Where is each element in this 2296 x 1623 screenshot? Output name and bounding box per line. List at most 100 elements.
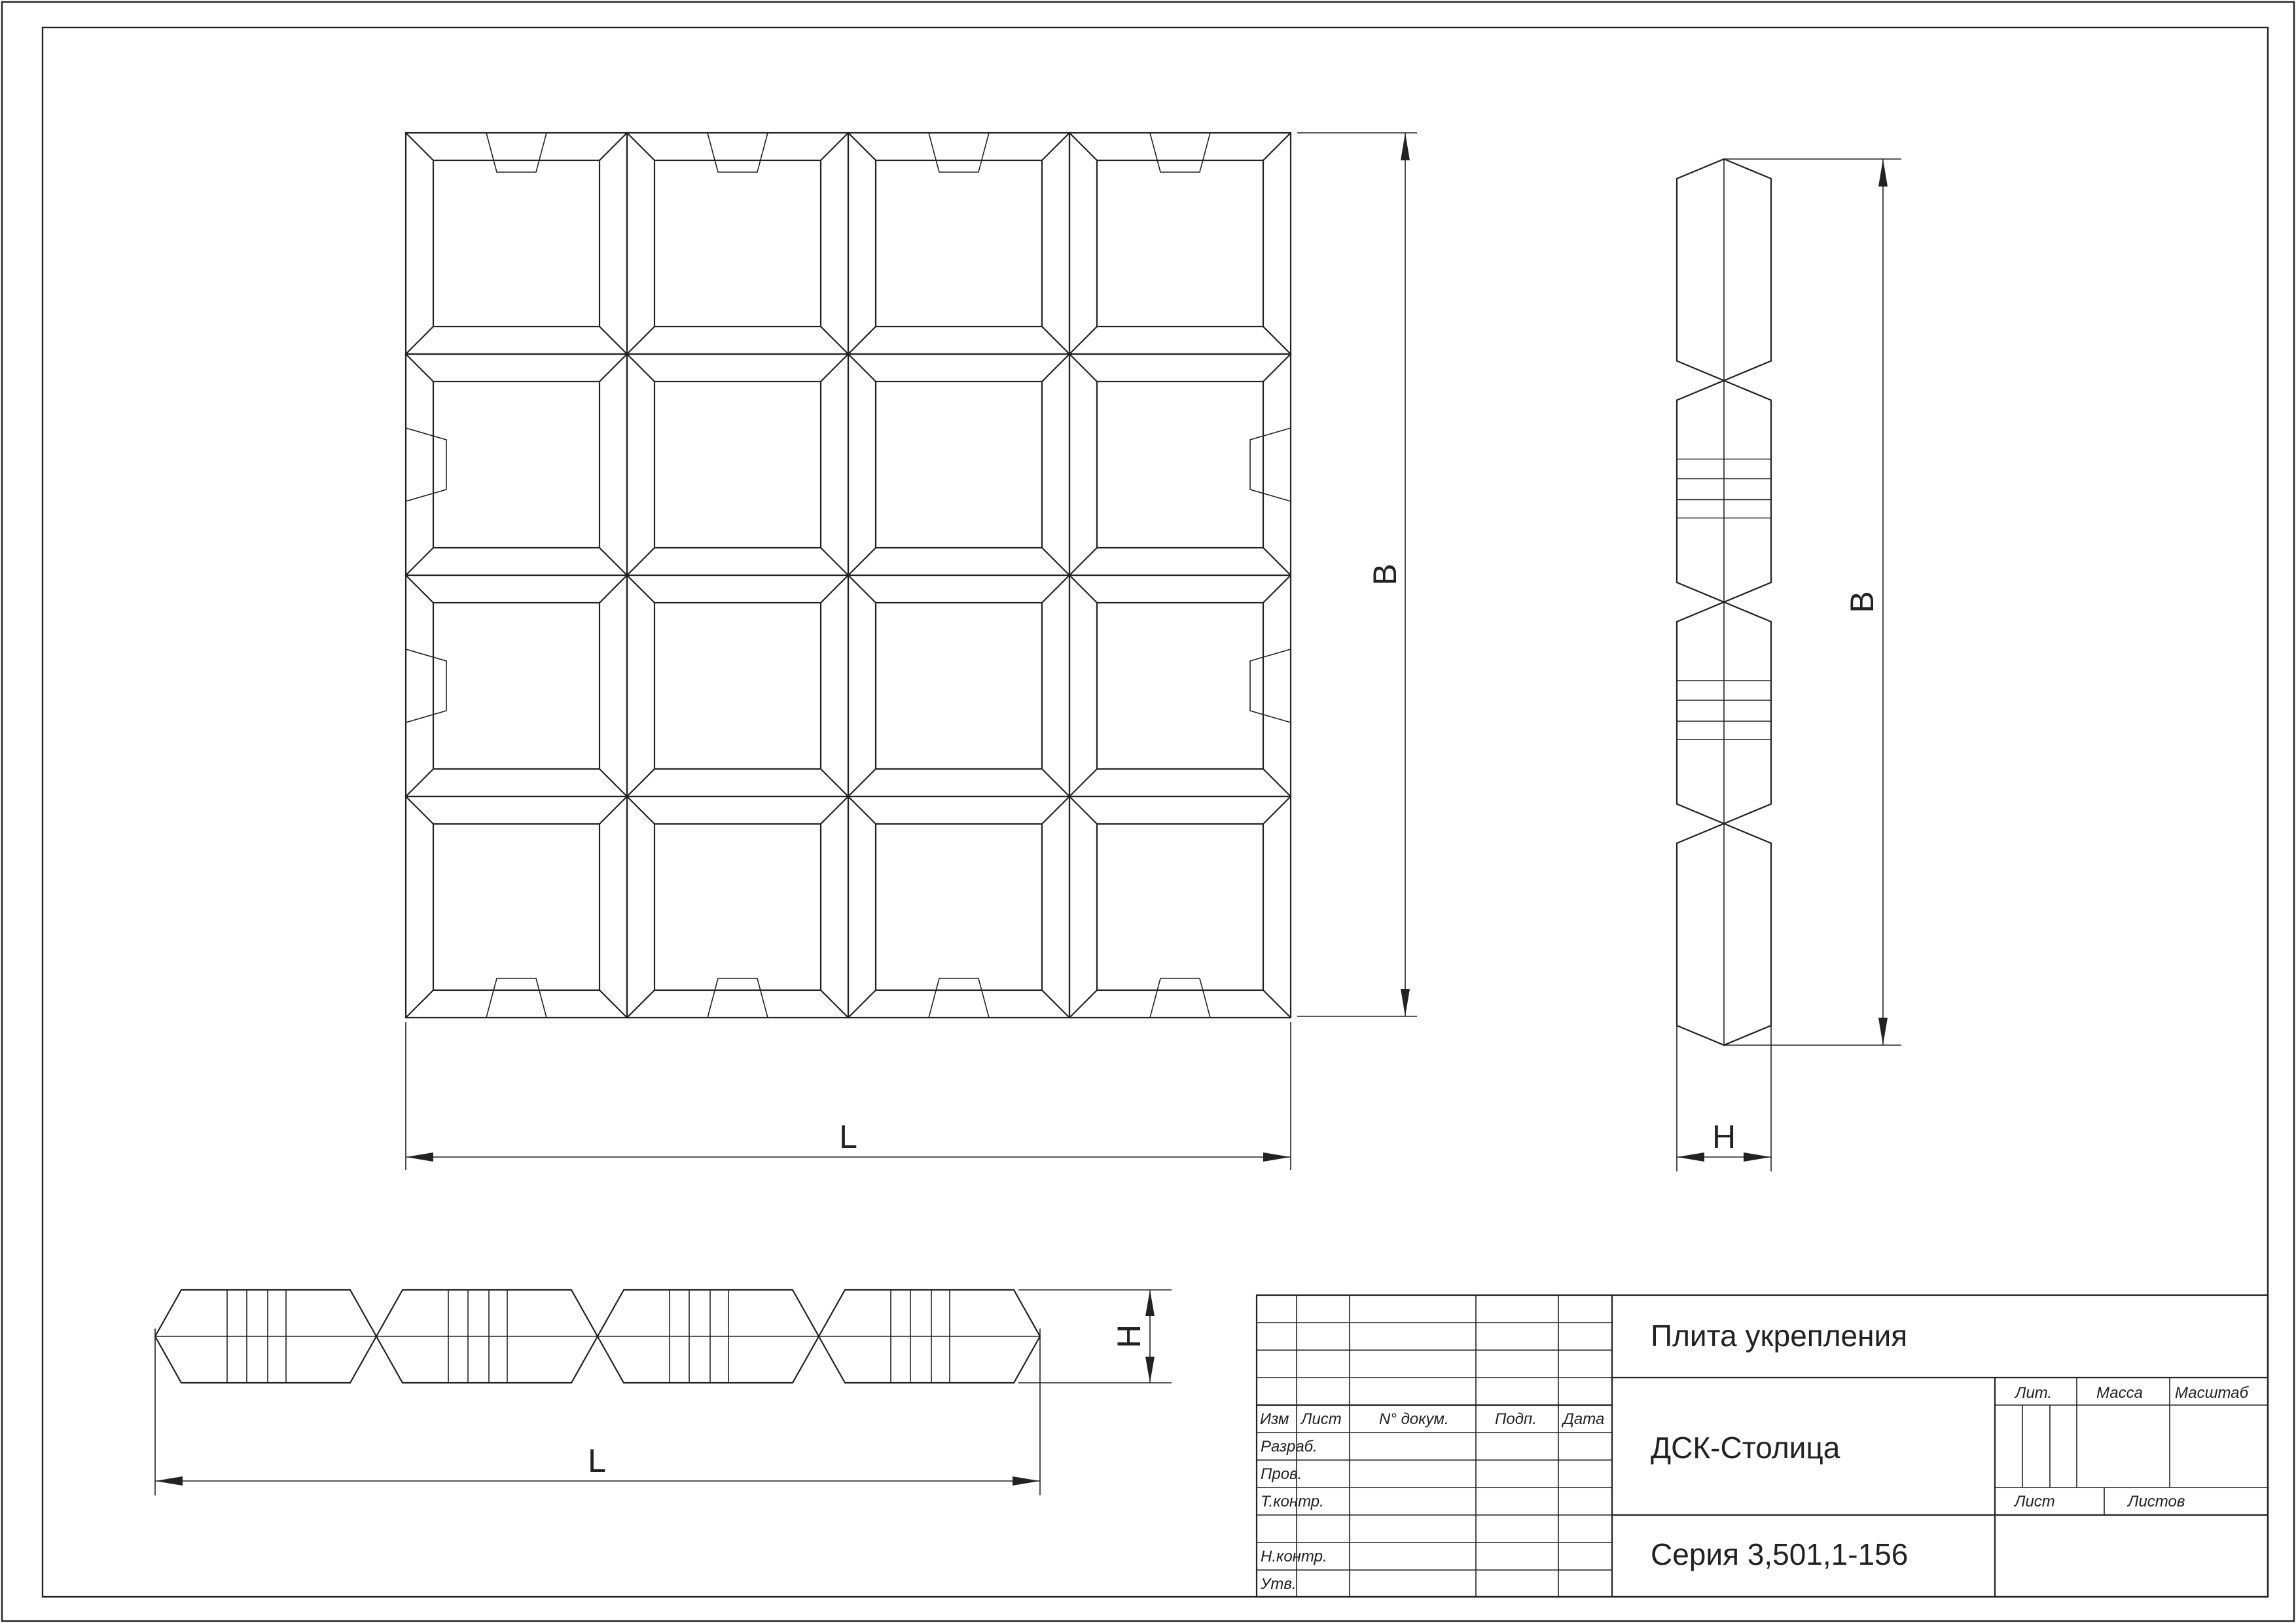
- top-notch: [707, 132, 768, 173]
- bottom-dimension-l: L: [154, 1329, 1041, 1495]
- bevel-line: [1069, 547, 1098, 576]
- info-list: Лист: [2013, 1493, 2055, 1510]
- side-segment: [1676, 158, 1772, 382]
- bevel-line: [848, 353, 876, 382]
- bottom-segment: [596, 1289, 820, 1384]
- bevel-line: [1263, 575, 1291, 603]
- side-segment: [1676, 601, 1772, 825]
- right-notch: [1249, 649, 1291, 723]
- bevel-line: [1263, 990, 1291, 1018]
- plan-cell: [847, 353, 1071, 577]
- bevel-line: [1041, 547, 1070, 576]
- header-date: Дата: [1561, 1410, 1604, 1428]
- info-lit: Лит.: [2014, 1384, 2052, 1402]
- top-notch: [1149, 132, 1211, 173]
- bevel-line: [820, 326, 849, 355]
- bottom-dimension-l-label: L: [588, 1442, 606, 1479]
- title-block: Изм Лист N° докум. Подп. Дата Разраб. Пр…: [1255, 1294, 2269, 1598]
- side-view: [1676, 158, 1772, 1046]
- cell-outline: [626, 795, 850, 1019]
- bevel-line: [599, 796, 628, 825]
- cell-outline: [1068, 574, 1292, 798]
- bevel-line: [1041, 132, 1070, 161]
- bevel-line: [1069, 990, 1098, 1018]
- plan-cell: [1068, 353, 1292, 577]
- bevel-line: [626, 547, 655, 576]
- cell-face: [653, 601, 822, 770]
- cell-outline: [404, 132, 628, 355]
- bevel-line: [599, 353, 628, 382]
- bevel-line: [848, 326, 876, 355]
- plan-cell: [404, 132, 628, 355]
- cell-face: [653, 159, 822, 328]
- cell-face: [874, 601, 1043, 770]
- cell-face: [653, 823, 822, 991]
- bevel-line: [1263, 353, 1291, 382]
- plan-cell: [1068, 132, 1292, 355]
- plan-cell: [847, 795, 1071, 1019]
- title-name: Плита укрепления: [1651, 1319, 1907, 1353]
- plan-dimension-b-label: B: [1367, 563, 1403, 585]
- plan-cell: [404, 574, 628, 798]
- bottom-notch: [486, 978, 547, 1018]
- cell-outline: [1068, 132, 1292, 355]
- bevel-line: [1041, 353, 1070, 382]
- bevel-line: [1069, 132, 1098, 161]
- plan-dimension-l-label: L: [839, 1118, 857, 1155]
- plan-cell: [847, 574, 1071, 798]
- row-utv: Утв.: [1260, 1575, 1297, 1593]
- bevel-line: [599, 575, 628, 603]
- bottom-segment: [817, 1289, 1041, 1384]
- bevel-line: [1263, 132, 1291, 161]
- cell-face: [432, 823, 601, 991]
- side-dimension-b: B: [1725, 158, 1901, 1046]
- cell-face: [653, 380, 822, 549]
- header-doc: N° докум.: [1379, 1410, 1449, 1428]
- bevel-line: [848, 990, 876, 1018]
- cell-face: [874, 823, 1043, 991]
- cell-outline: [847, 353, 1071, 577]
- drawing-frame: [41, 26, 2269, 1598]
- bevel-line: [405, 990, 434, 1018]
- plan-cell: [1068, 574, 1292, 798]
- bevel-line: [626, 768, 655, 797]
- bevel-line: [1263, 547, 1291, 576]
- bottom-notch: [707, 978, 768, 1018]
- bevel-line: [626, 575, 655, 603]
- bevel-line: [1041, 796, 1070, 825]
- bottom-dimension-h: H: [1018, 1289, 1172, 1383]
- cell-outline: [404, 574, 628, 798]
- bevel-line: [405, 353, 434, 382]
- plan-dimension-b: B: [1297, 132, 1417, 1017]
- bevel-line: [626, 326, 655, 355]
- bevel-line: [599, 768, 628, 797]
- cell-face: [874, 380, 1043, 549]
- info-masshtab: Масштаб: [2175, 1384, 2250, 1402]
- plan-cell: [404, 353, 628, 577]
- plan-cell: [404, 795, 628, 1019]
- cell-outline: [626, 353, 850, 577]
- bevel-line: [626, 353, 655, 382]
- bevel-line: [1263, 326, 1291, 355]
- bottom-notch: [928, 978, 990, 1018]
- plan-cell: [626, 795, 850, 1019]
- left-notch: [405, 427, 447, 502]
- side-segment: [1676, 823, 1772, 1046]
- cell-outline: [1068, 795, 1292, 1019]
- plan-cell: [1068, 795, 1292, 1019]
- bevel-line: [626, 796, 655, 825]
- title-series: Серия 3,501,1-156: [1651, 1537, 1908, 1571]
- header-list: Лист: [1300, 1410, 1342, 1428]
- cell-face: [874, 159, 1043, 328]
- bevel-line: [1041, 575, 1070, 603]
- bottom-dimension-h-label: H: [1111, 1325, 1147, 1348]
- cell-outline: [404, 795, 628, 1019]
- cell-face: [1096, 601, 1265, 770]
- bevel-line: [820, 768, 849, 797]
- bevel-line: [626, 990, 655, 1018]
- side-dimension-b-label: B: [1844, 591, 1880, 613]
- bevel-line: [1069, 768, 1098, 797]
- bevel-line: [405, 547, 434, 576]
